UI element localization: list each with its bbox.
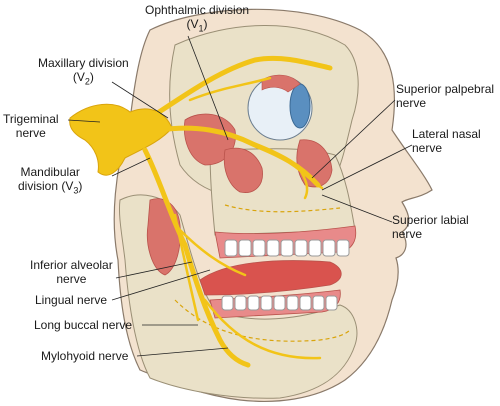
label-lateral-nasal-line2: nerve — [412, 141, 443, 155]
upper-tooth — [308, 239, 322, 257]
label-lingual-line1: Lingual nerve — [35, 293, 108, 307]
label-inferior-alveolar-line2: nerve — [56, 272, 87, 286]
lower-tooth — [260, 295, 273, 311]
label-mandibular-line2-post: ) — [78, 179, 83, 193]
buccal-branch — [173, 213, 200, 322]
label-maxillary-line2-post: ) — [89, 70, 94, 84]
label-ophthalmic-line2-pre: (V — [186, 17, 199, 31]
upper-tooth — [266, 239, 280, 257]
lower-tooth — [247, 295, 260, 311]
label-maxillary-line2: (V2) — [38, 70, 129, 87]
label-superior-labial-line2: nerve — [392, 227, 423, 241]
upper-teeth — [224, 239, 350, 257]
label-lingual-nerve: Lingual nerve — [35, 293, 107, 307]
label-long-buccal-nerve: Long buccal nerve — [34, 318, 132, 332]
label-ophthalmic-line2-sub: 1 — [198, 23, 204, 34]
ophthalmic-branch-2 — [188, 76, 272, 102]
label-lateral-nasal-nerve: Lateral nasal nerve — [412, 127, 481, 155]
inferior-alveolar-branch — [182, 242, 251, 368]
label-ophthalmic-line1: Ophthalmic division — [145, 3, 250, 17]
label-lateral-nasal-line1: Lateral nasal — [412, 127, 481, 141]
label-mandibular-division: Mandibular division (V3) — [18, 165, 83, 196]
eyeball — [247, 74, 313, 141]
label-superior-labial-line1: Superior labial — [392, 213, 469, 227]
upper-tooth — [224, 239, 238, 257]
infraorbital-branch — [253, 143, 324, 200]
lower-tooth — [221, 295, 234, 311]
tongue — [199, 260, 342, 296]
label-superior-labial-nerve: Superior labial nerve — [392, 213, 469, 241]
lower-tooth — [299, 295, 312, 311]
label-superior-palpebral-line2: nerve — [396, 96, 427, 110]
lower-tooth — [234, 295, 247, 311]
label-superior-palpebral-nerve: Superior palpebral nerve — [396, 82, 494, 110]
label-maxillary-line2-sub: 2 — [84, 76, 90, 87]
label-maxillary-line2-pre: (V — [72, 70, 85, 84]
label-trigeminal-line2: nerve — [15, 126, 46, 140]
lingual-branch — [178, 228, 247, 277]
label-long-buccal-line1: Long buccal nerve — [34, 318, 133, 332]
upper-tooth — [252, 239, 266, 257]
label-trigeminal-nerve: Trigeminal nerve — [3, 112, 59, 140]
lower-tooth — [286, 295, 299, 311]
upper-tooth — [238, 239, 252, 257]
upper-tooth — [336, 239, 350, 257]
label-mandibular-line1: Mandibular — [20, 165, 80, 179]
lower-tooth — [312, 295, 325, 311]
lower-teeth — [221, 295, 338, 311]
upper-tooth — [322, 239, 336, 257]
label-mandibular-line2-pre: division (V — [18, 179, 74, 193]
label-superior-palpebral-line1: Superior palpebral — [396, 82, 495, 96]
mylohyoid-branch — [203, 298, 322, 360]
label-mandibular-line2-sub: 3 — [73, 185, 79, 196]
label-ophthalmic-line2: (V1) — [145, 17, 249, 34]
label-inferior-alveolar-line1: Inferior alveolar — [30, 258, 113, 272]
cheek-muscle — [223, 147, 263, 193]
leader-lines — [67, 35, 413, 357]
label-maxillary-line1: Maxillary division — [38, 56, 129, 70]
label-ophthalmic-division: Ophthalmic division (V1) — [145, 3, 250, 34]
lower-tooth — [325, 295, 338, 311]
label-ophthalmic-line2-post: ) — [203, 17, 208, 31]
label-mandibular-line2: division (V3) — [18, 179, 83, 196]
upper-tooth — [294, 239, 308, 257]
alveolar-canal — [174, 299, 351, 342]
label-maxillary-division: Maxillary division (V2) — [38, 56, 129, 87]
lower-tooth — [273, 295, 286, 311]
label-trigeminal-line1: Trigeminal — [3, 112, 59, 126]
label-mylohyoid-line1: Mylohyoid nerve — [41, 349, 129, 363]
upper-alveolar-canal — [224, 204, 341, 213]
ophthalmic-branch — [147, 55, 333, 121]
label-mylohyoid-nerve: Mylohyoid nerve — [41, 349, 128, 363]
upper-tooth — [280, 239, 294, 257]
label-inferior-alveolar-nerve: Inferior alveolar nerve — [30, 258, 113, 286]
